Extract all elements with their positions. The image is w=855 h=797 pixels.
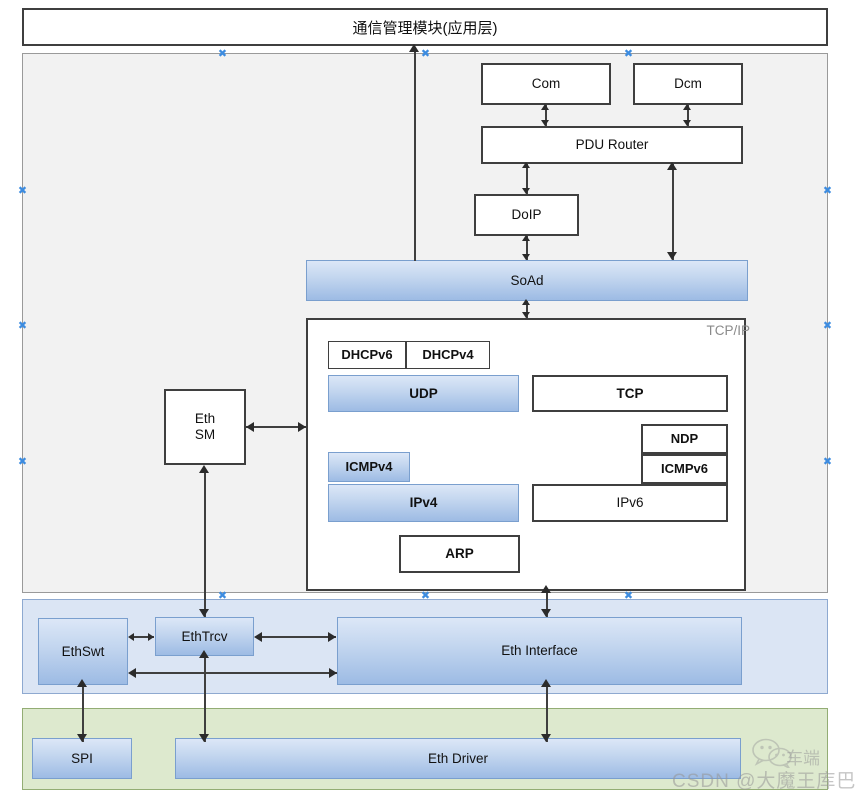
arrowhead-down bbox=[683, 120, 691, 126]
connector-ethswt-ethif bbox=[130, 672, 337, 674]
arrowhead-down bbox=[522, 188, 530, 194]
selection-handle[interactable]: ✖ bbox=[822, 319, 833, 332]
box-dhcpv6[interactable]: DHCPv6 bbox=[328, 341, 406, 369]
selection-handle[interactable]: ✖ bbox=[623, 589, 634, 602]
box-eth-sm-line1: Eth bbox=[194, 411, 216, 427]
box-eth-interface[interactable]: Eth Interface bbox=[337, 617, 742, 685]
arrowhead-up bbox=[522, 162, 530, 168]
connector-dcm-pdu bbox=[687, 105, 689, 126]
arrowhead-down bbox=[77, 734, 87, 742]
selection-handle[interactable]: ✖ bbox=[822, 455, 833, 468]
arrowhead-down bbox=[199, 609, 209, 617]
arrowhead-right bbox=[298, 422, 306, 432]
box-ethtrcv[interactable]: EthTrcv bbox=[155, 617, 254, 656]
arrowhead-left bbox=[246, 422, 254, 432]
box-doip[interactable]: DoIP bbox=[474, 194, 579, 236]
selection-handle[interactable]: ✖ bbox=[217, 589, 228, 602]
arrowhead-right bbox=[328, 632, 336, 642]
arrowhead-up bbox=[199, 650, 209, 658]
arrowhead-up bbox=[541, 104, 549, 110]
arrowhead-down bbox=[522, 312, 530, 318]
box-ipv6[interactable]: IPv6 bbox=[532, 484, 728, 522]
arrowhead-up bbox=[199, 465, 209, 473]
selection-handle[interactable]: ✖ bbox=[420, 589, 431, 602]
box-udp[interactable]: UDP bbox=[328, 375, 519, 412]
arrowhead-left bbox=[254, 632, 262, 642]
arrowhead-down bbox=[541, 734, 551, 742]
arrowhead-up bbox=[667, 162, 677, 170]
arrowhead-right bbox=[148, 633, 154, 641]
box-ethswt[interactable]: EthSwt bbox=[38, 618, 128, 685]
box-soad[interactable]: SoAd bbox=[306, 260, 748, 301]
box-icmpv6[interactable]: ICMPv6 bbox=[641, 454, 728, 484]
arrowhead-down bbox=[541, 120, 549, 126]
selection-handle[interactable]: ✖ bbox=[17, 319, 28, 332]
connector-ethif-ethdriver bbox=[546, 685, 548, 742]
box-arp[interactable]: ARP bbox=[399, 535, 520, 573]
box-pdu-router[interactable]: PDU Router bbox=[481, 126, 743, 164]
connector-ethtrcv-ethsm bbox=[204, 472, 206, 617]
selection-handle[interactable]: ✖ bbox=[420, 47, 431, 60]
box-eth-sm[interactable]: Eth SM bbox=[164, 389, 246, 465]
connector-tcpip-ethtrcv-down bbox=[204, 560, 206, 616]
selection-handle[interactable]: ✖ bbox=[623, 47, 634, 60]
connector-soad-to-app bbox=[414, 52, 416, 261]
connector-ethtrcv-ethdriver bbox=[204, 656, 206, 742]
box-eth-sm-line2: SM bbox=[194, 427, 216, 442]
connector-ethsm-tcpip bbox=[246, 426, 306, 428]
arrowhead-down bbox=[522, 254, 530, 260]
connector-soad-tcpip bbox=[526, 301, 528, 318]
selection-handle[interactable]: ✖ bbox=[217, 47, 228, 60]
arrowhead-up bbox=[522, 235, 530, 241]
selection-handle[interactable]: ✖ bbox=[17, 184, 28, 197]
box-spi[interactable]: SPI bbox=[32, 738, 132, 779]
box-icmpv4[interactable]: ICMPv4 bbox=[328, 452, 410, 482]
arrowhead-up bbox=[541, 585, 551, 593]
box-dhcpv4[interactable]: DHCPv4 bbox=[406, 341, 490, 369]
connector-ethswt-ethtrcv bbox=[130, 636, 154, 638]
connector-tcpip-ethif bbox=[546, 591, 548, 617]
application-layer-title: 通信管理模块(应用层) bbox=[22, 8, 828, 46]
connector-doip-soad bbox=[526, 236, 528, 260]
arrowhead-up bbox=[683, 104, 691, 110]
arrowhead-up bbox=[77, 679, 87, 687]
arrowhead-up bbox=[522, 299, 530, 305]
box-eth-driver[interactable]: Eth Driver bbox=[175, 738, 741, 779]
connector-pdu-doip bbox=[526, 164, 528, 194]
arrowhead-left bbox=[128, 668, 136, 678]
box-com[interactable]: Com bbox=[481, 63, 611, 105]
arrowhead-down bbox=[541, 609, 551, 617]
connector-ethswt-spi bbox=[82, 685, 84, 742]
connector-com-pdu bbox=[545, 105, 547, 126]
connector-ethtrcv-ethif bbox=[256, 636, 336, 638]
arrowhead-up bbox=[409, 44, 419, 52]
arrowhead-down bbox=[667, 252, 677, 260]
arrowhead-down bbox=[199, 734, 209, 742]
selection-handle[interactable]: ✖ bbox=[17, 455, 28, 468]
arrowhead-up bbox=[541, 679, 551, 687]
box-tcp[interactable]: TCP bbox=[532, 375, 728, 412]
tcpip-group-label: TCP/IP bbox=[706, 323, 750, 338]
connector-pdu-soad bbox=[672, 164, 674, 260]
selection-handle[interactable]: ✖ bbox=[822, 184, 833, 197]
box-ipv4[interactable]: IPv4 bbox=[328, 484, 519, 522]
box-ndp[interactable]: NDP bbox=[641, 424, 728, 454]
box-dcm[interactable]: Dcm bbox=[633, 63, 743, 105]
arrowhead-left bbox=[128, 633, 134, 641]
arrowhead-right bbox=[329, 668, 337, 678]
